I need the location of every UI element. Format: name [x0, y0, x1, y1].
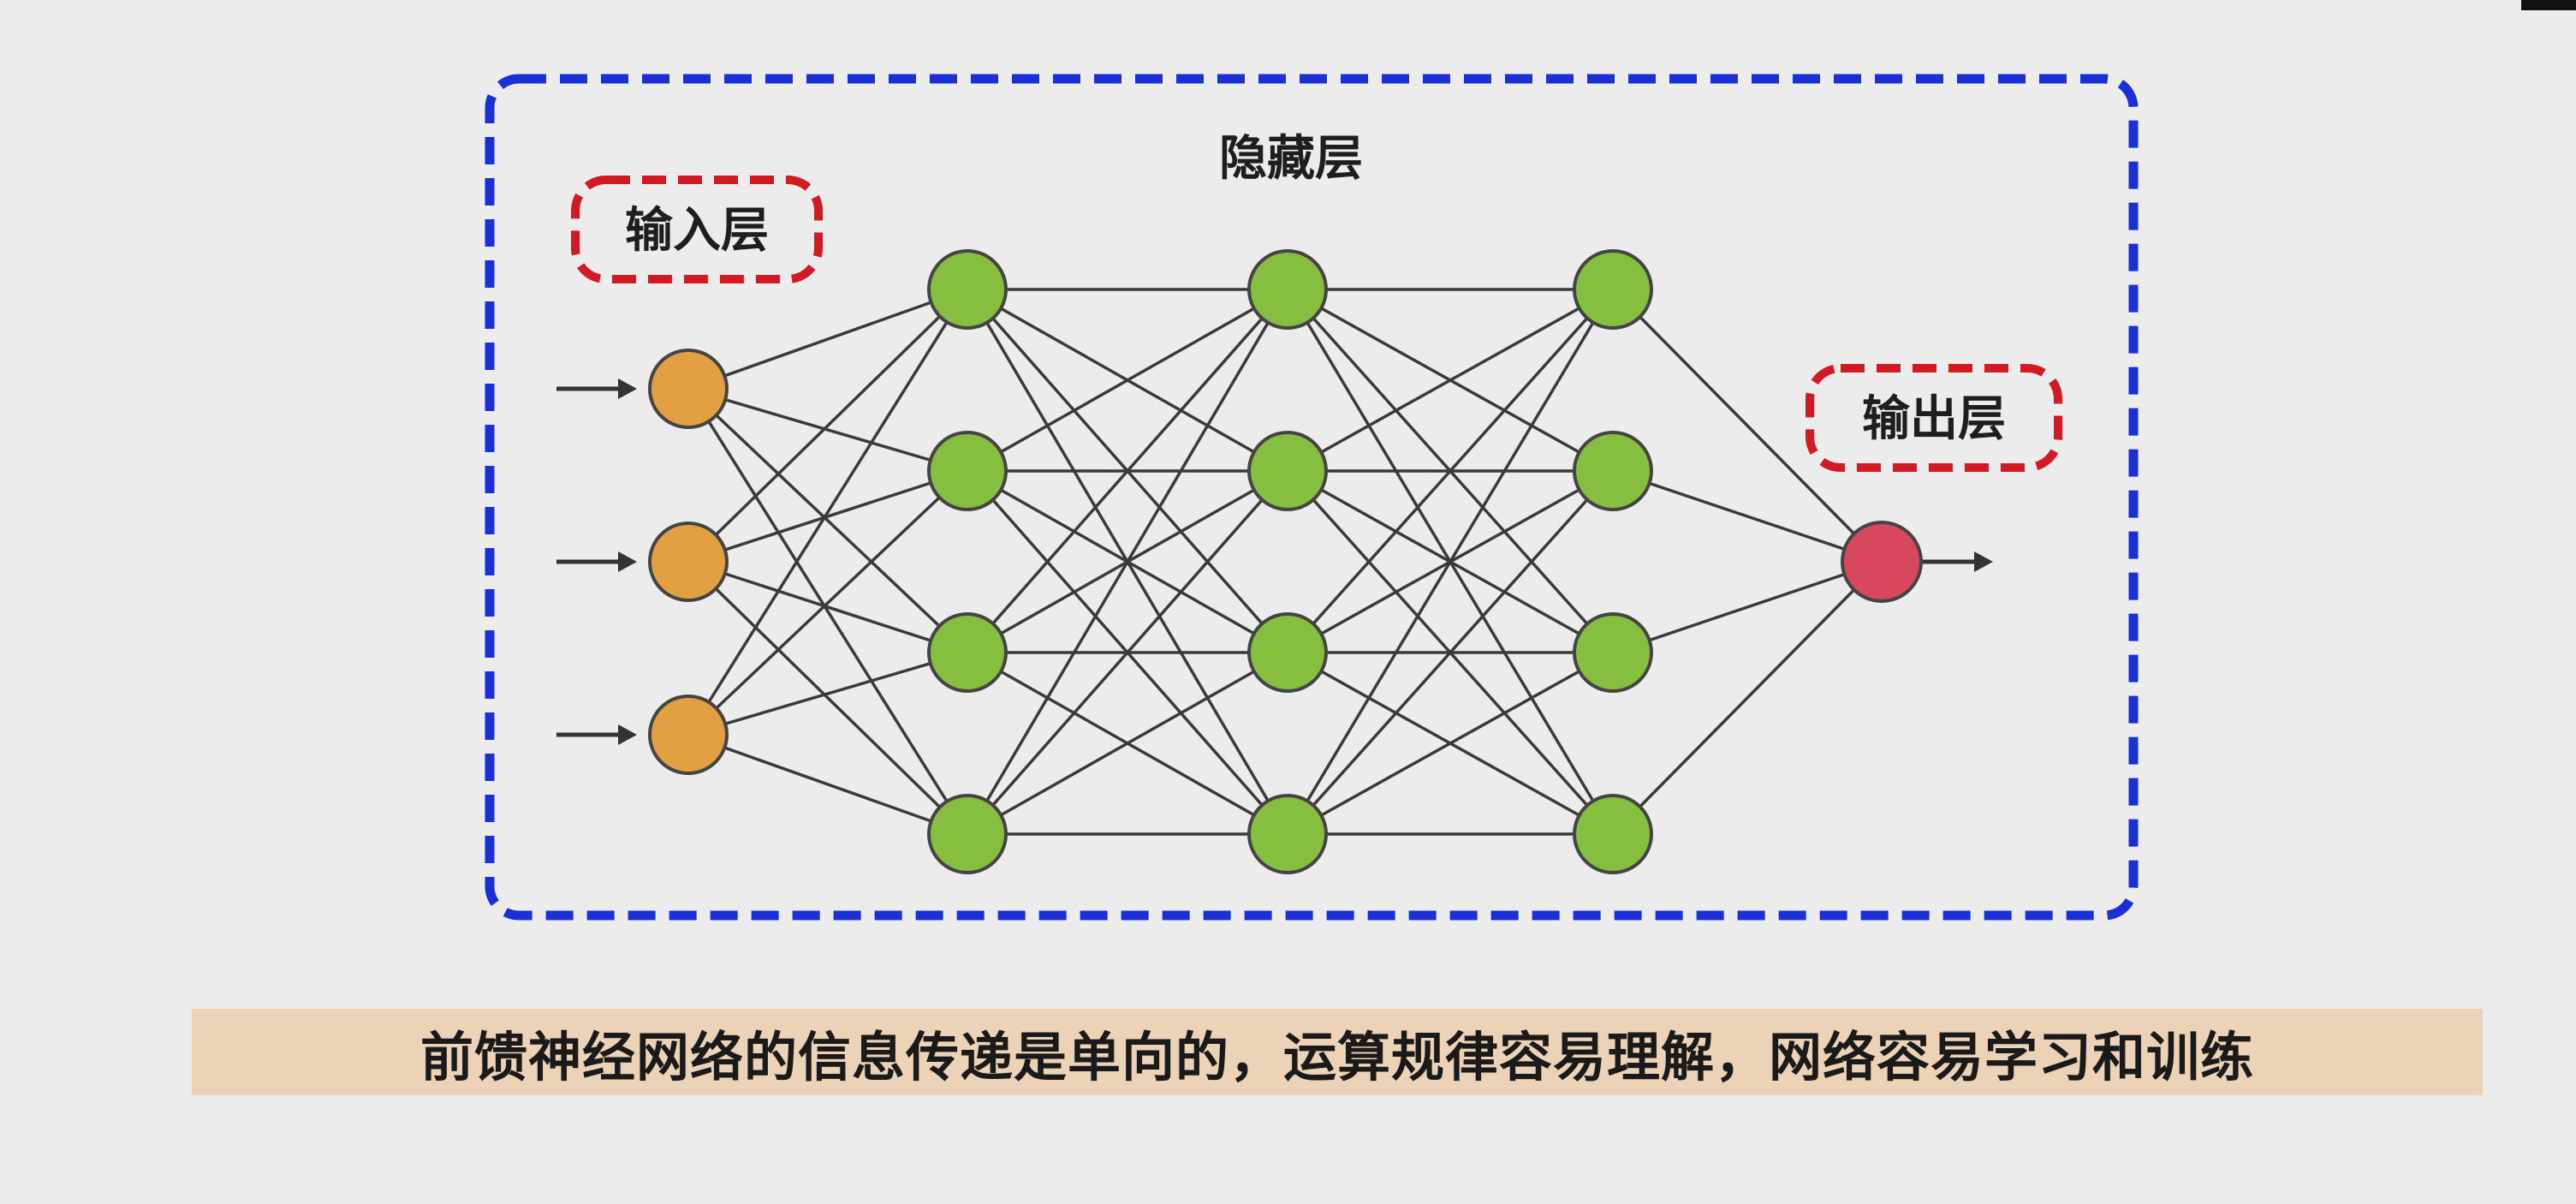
hidden-node-3-3 — [1247, 612, 1328, 693]
edge-l1-3-2 — [967, 651, 1288, 836]
hidden-node-3-4 — [1247, 794, 1328, 874]
hidden-node-3-2 — [1247, 431, 1328, 511]
hidden-node-2-4 — [927, 794, 1008, 874]
corner-mark — [2521, 0, 2576, 10]
edge-l0-0-2 — [687, 387, 969, 654]
input-node-1-2 — [648, 522, 729, 602]
edge-l0-0-3 — [687, 388, 969, 835]
hidden-node-4-4 — [1573, 794, 1653, 874]
input-layer-label-box — [571, 176, 823, 283]
edge-l0-1-2 — [687, 560, 968, 654]
input-node-1-1 — [648, 349, 729, 429]
edge-l3-0-0 — [1611, 288, 1883, 563]
input-arrow-3 — [556, 724, 637, 745]
output-node-5-1 — [1841, 521, 1923, 603]
edge-l2-2-0 — [1286, 288, 1615, 654]
hidden-node-4-1 — [1573, 249, 1653, 330]
edge-l0-2-1 — [687, 469, 969, 736]
edge-l0-1-3 — [687, 560, 969, 836]
edge-l0-2-2 — [687, 651, 968, 736]
output-arrow — [1923, 551, 1993, 572]
caption-band: 前馈神经网络的信息传递是单向的，运算规律容易理解，网络容易学习和训练 — [192, 1009, 2483, 1095]
input-node-1-3 — [648, 694, 729, 775]
input-arrow-2 — [556, 551, 637, 572]
input-arrow-1 — [556, 378, 637, 399]
edge-l0-0-1 — [687, 387, 968, 473]
edge-l1-1-0 — [967, 288, 1288, 473]
hidden-node-4-2 — [1573, 431, 1653, 511]
edge-l0-2-3 — [687, 733, 968, 836]
edge-l0-1-1 — [687, 469, 968, 563]
io-arrows — [556, 378, 1993, 745]
edge-l2-3-1 — [1286, 469, 1615, 836]
input-layer-label: 输入层 — [625, 203, 769, 259]
edge-l2-1-0 — [1287, 288, 1614, 473]
caption-text: 前馈神经网络的信息传递是单向的，运算规律容易理解，网络容易学习和训练 — [419, 1025, 2254, 1088]
network-nodes — [648, 249, 1923, 874]
connection-edges — [687, 288, 1883, 836]
output-layer-label-box — [1806, 364, 2062, 472]
edge-l1-2-0 — [966, 288, 1289, 654]
edge-l3-3-0 — [1611, 560, 1883, 836]
hidden-node-2-2 — [927, 431, 1008, 511]
hidden-node-2-1 — [927, 249, 1008, 330]
edge-l2-3-0 — [1286, 289, 1615, 835]
edge-l2-3-2 — [1287, 651, 1614, 836]
output-layer-label: 输出层 — [1862, 391, 2006, 447]
hidden-node-4-3 — [1573, 612, 1653, 693]
edge-l3-2-0 — [1612, 560, 1883, 654]
edge-l3-1-0 — [1612, 469, 1883, 563]
edge-l0-2-0 — [687, 289, 969, 736]
edge-l1-3-1 — [966, 469, 1289, 836]
edge-l0-0-0 — [687, 288, 968, 390]
hidden-node-3-1 — [1247, 249, 1328, 330]
hidden-layer-label: 隐藏层 — [1219, 131, 1363, 187]
edge-l0-1-0 — [687, 288, 969, 563]
hidden-layer-box — [485, 74, 2139, 921]
edge-l1-3-0 — [966, 289, 1289, 835]
hidden-node-2-3 — [927, 612, 1008, 693]
